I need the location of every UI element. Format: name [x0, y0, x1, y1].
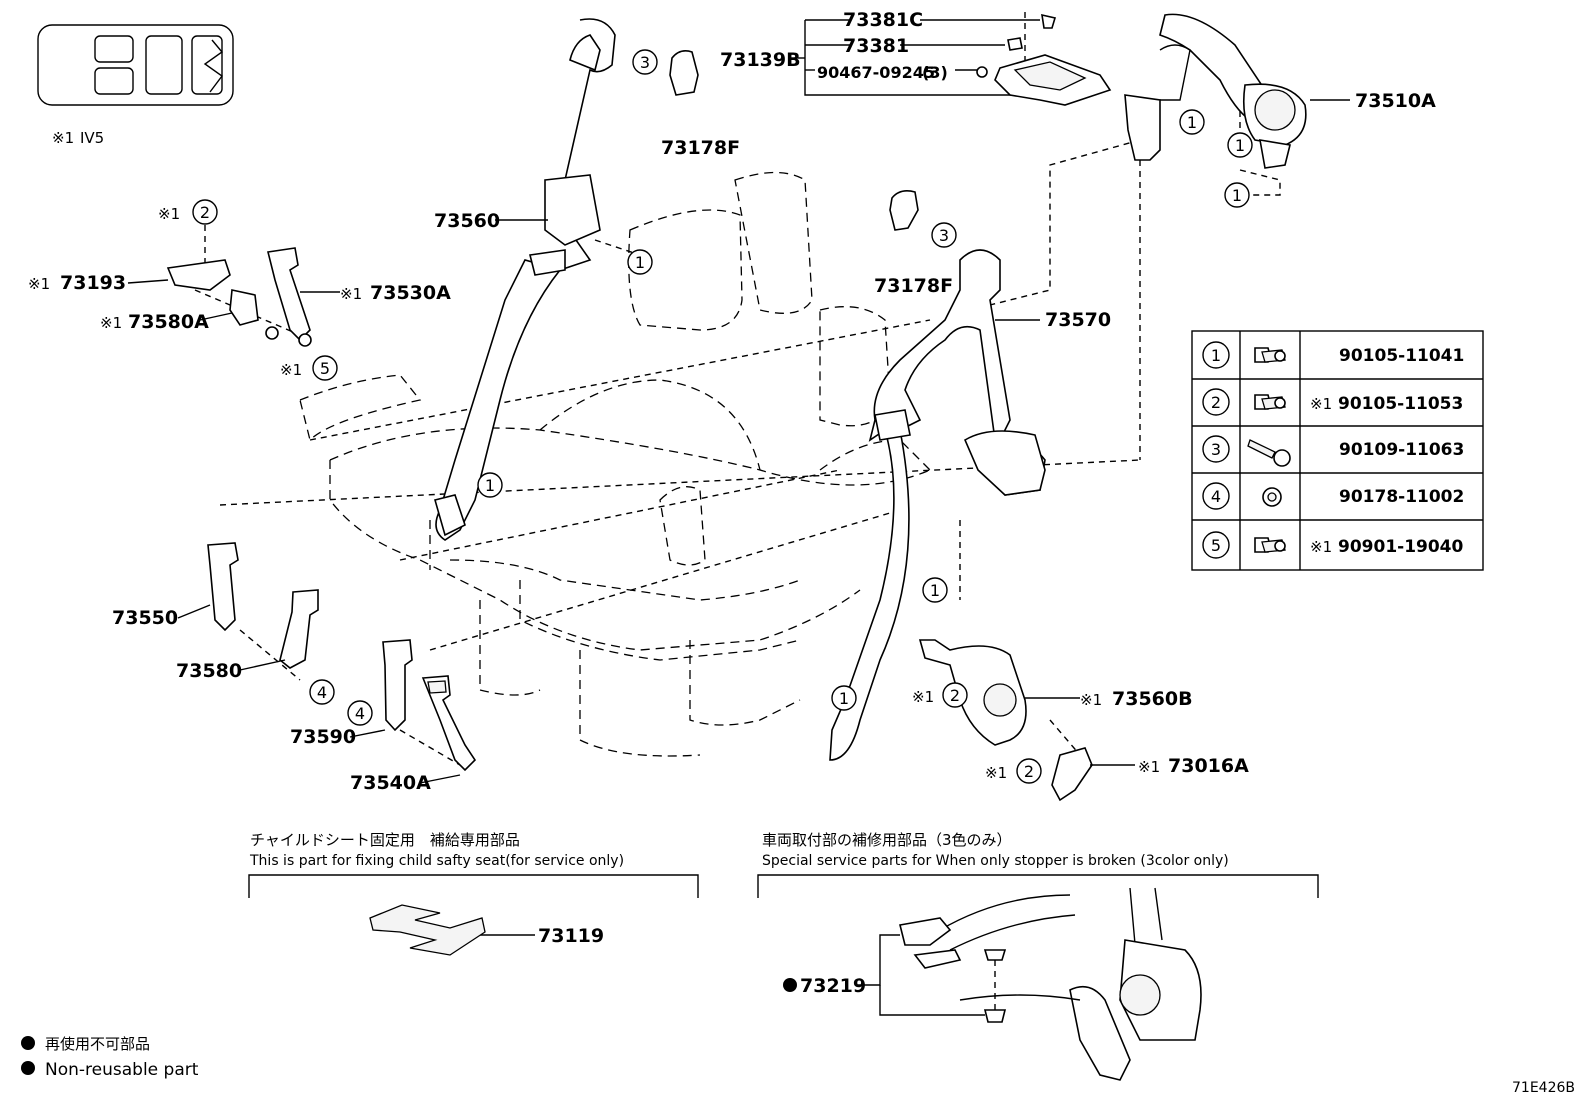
table-key-2: 2 — [1211, 393, 1221, 412]
label-73550: 73550 — [112, 607, 178, 629]
callout-2: 2 — [950, 686, 960, 705]
callout-2: 2 — [1024, 762, 1034, 781]
section-child-title-jp: チャイルドシート固定用 補給専用部品 — [250, 831, 520, 849]
table-part-3: 90109-11063 — [1339, 440, 1464, 460]
section-stopper: 車両取付部の補修用部品（3色のみ） Special service parts … — [757, 831, 1319, 1081]
label-73580: 73580 — [176, 660, 242, 682]
table-mark-5: ※1 — [1310, 538, 1332, 556]
callout-1: 1 — [485, 476, 495, 495]
label-73193: 73193 — [60, 272, 126, 294]
left-buckle-cluster — [166, 247, 312, 347]
vehicle-layout-icon — [37, 24, 234, 106]
part-labels: 73381C 73381 73139B 90467-09245 (3) 7351… — [28, 9, 1436, 794]
mark-73530A: ※1 — [340, 285, 362, 303]
callout-1: 1 — [1187, 113, 1197, 132]
label-73381C: 73381C — [843, 9, 923, 31]
mark-73016A: ※1 — [1138, 758, 1160, 776]
section-stopper-title-jp: 車両取付部の補修用部品（3色のみ） — [762, 831, 1012, 849]
mark-73193: ※1 — [28, 275, 50, 293]
legend-bullet — [21, 1061, 35, 1075]
section-child-title-en: This is part for fixing child safty seat… — [249, 853, 624, 869]
retractor-73510A — [1124, 13, 1350, 169]
legend: 再使用不可部品 Non-reusable part — [21, 1035, 199, 1080]
legend-jp: 再使用不可部品 — [45, 1035, 150, 1053]
mark-73580A: ※1 — [100, 314, 122, 332]
label-73570: 73570 — [1045, 309, 1111, 331]
belt-anchor-assy-73139B — [790, 13, 1112, 106]
table-key-1: 1 — [1211, 346, 1221, 365]
left-outer-belt-73560 — [434, 18, 616, 541]
shoulder-bolt-icon — [1247, 439, 1291, 467]
section-stopper-title-en: Special service parts for When only stop… — [762, 853, 1229, 869]
table-part-2: 90105-11053 — [1338, 394, 1463, 414]
label-73119: 73119 — [538, 925, 604, 947]
callout-1: 1 — [839, 689, 849, 708]
table-part-4: 90178-11002 — [1339, 487, 1464, 507]
label-73560: 73560 — [434, 210, 500, 232]
mark-73560B: ※1 — [1080, 691, 1102, 709]
label-73510A: 73510A — [1355, 90, 1436, 112]
label-73381: 73381 — [843, 35, 909, 57]
table-key-5: 5 — [1211, 536, 1221, 555]
label-73530A: 73530A — [370, 282, 451, 304]
note-text-header: IV5 — [80, 129, 104, 147]
callout-3: 3 — [640, 53, 650, 72]
mark-callout-2b: ※1 — [912, 688, 934, 706]
bolt-icon — [1254, 394, 1286, 410]
callout-5: 5 — [320, 359, 330, 378]
label-73590: 73590 — [290, 726, 356, 748]
callout-1: 1 — [635, 253, 645, 272]
label-73178F-a: 73178F — [661, 137, 740, 159]
callout-3: 3 — [939, 226, 949, 245]
callout-1: 1 — [1235, 136, 1245, 155]
label-90467-09245-qty: (3) — [922, 63, 948, 82]
rear-seat-outline — [299, 171, 931, 757]
table-part-5: 90901-19040 — [1338, 537, 1464, 557]
cover-73178F-a — [669, 50, 699, 96]
center-buckles — [207, 542, 477, 772]
mark-callout-2c: ※1 — [985, 764, 1007, 782]
label-73219: 73219 — [800, 975, 866, 997]
callout-1: 1 — [930, 581, 940, 600]
callout-1: 1 — [1232, 186, 1242, 205]
bolt-icon — [1254, 537, 1286, 553]
cover-73178F-b — [889, 190, 919, 231]
right-outer-belt-73570 — [829, 249, 1046, 761]
callout-circles: 3 1 3 1 1 1 2 5 1 1 1 2 2 4 4 — [192, 49, 1253, 784]
label-90467-09245: 90467-09245 — [817, 63, 935, 82]
callout-4: 4 — [355, 704, 365, 723]
plate-73119-shape — [369, 904, 486, 956]
mark-callout-5: ※1 — [280, 361, 302, 379]
bolt-table: 1 90105-11041 2 ※1 90105-11053 3 90109-1… — [1191, 330, 1484, 571]
table-key-3: 3 — [1211, 440, 1221, 459]
diagram-code: 71E426B — [1512, 1080, 1575, 1096]
label-73139B: 73139B — [720, 49, 801, 71]
mark-callout-2: ※1 — [158, 205, 180, 223]
non-reusable-bullet — [783, 978, 797, 992]
table-mark-2: ※1 — [1310, 395, 1332, 413]
legend-en: Non-reusable part — [45, 1060, 199, 1080]
label-73178F-b: 73178F — [874, 275, 953, 297]
label-73016A: 73016A — [1168, 755, 1249, 777]
retractor-73560B-group — [918, 639, 1093, 802]
table-key-4: 4 — [1211, 487, 1221, 506]
label-73540A: 73540A — [350, 772, 431, 794]
table-part-1: 90105-11041 — [1339, 346, 1464, 366]
connection-lines — [194, 12, 1281, 766]
bolt-icon — [1254, 347, 1286, 363]
label-73580A: 73580A — [128, 311, 209, 333]
leader-lines — [127, 219, 1135, 1016]
label-73560B: 73560B — [1112, 688, 1193, 710]
legend-bullet — [21, 1036, 35, 1050]
callout-2: 2 — [200, 203, 210, 222]
nut-icon — [1262, 487, 1282, 507]
section-child-seat: チャイルドシート固定用 補給専用部品 This is part for fixi… — [248, 831, 699, 956]
note-mark-header: ※1 — [52, 129, 74, 147]
callout-4: 4 — [317, 683, 327, 702]
